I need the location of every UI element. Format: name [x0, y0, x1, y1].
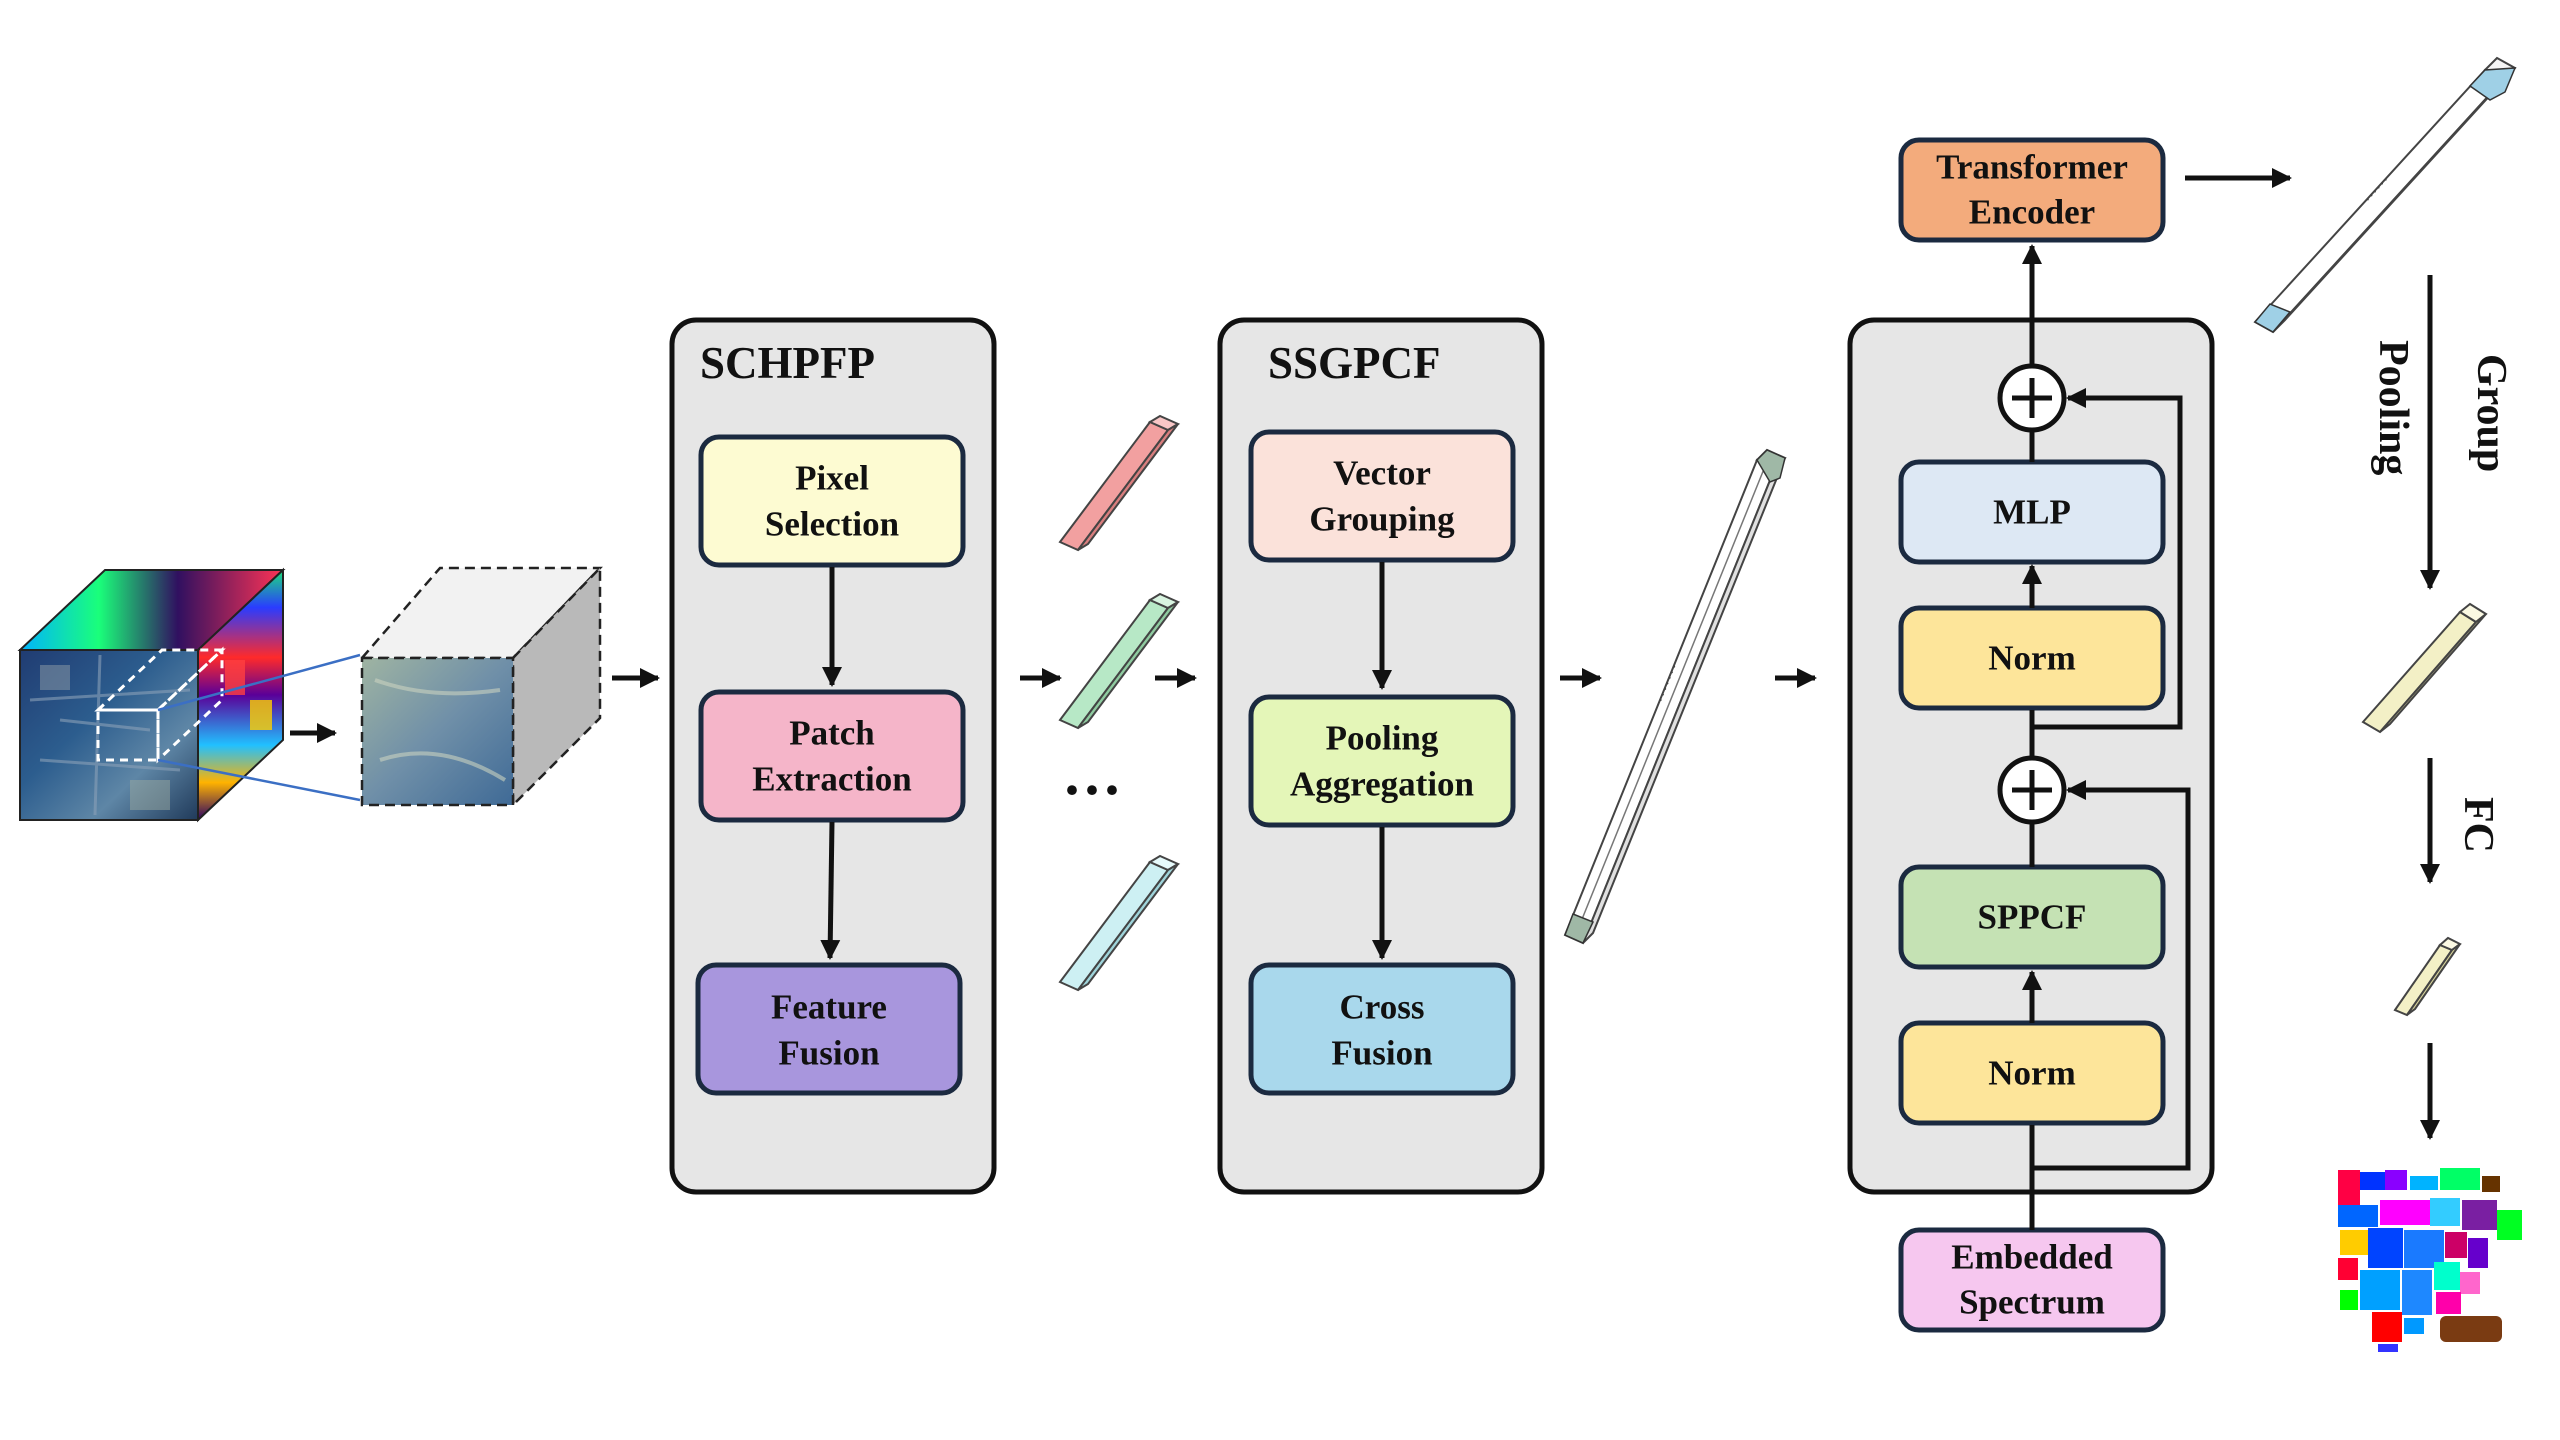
- vector-grouping-label-line1: Vector: [1333, 454, 1431, 493]
- patch-selection-dashed-box: [94, 646, 226, 764]
- green-feature-rod: [1058, 592, 1181, 730]
- cross-fusion-label-line2: Fusion: [1331, 1034, 1432, 1073]
- embedded-spectrum-label-line1: Embedded: [1951, 1238, 2113, 1277]
- embedded-spectrum-label-line2: Spectrum: [1959, 1283, 2105, 1322]
- cross-fusion-label-line1: Cross: [1340, 988, 1425, 1027]
- transformer-encoder-label-line2: Encoder: [1969, 193, 2095, 232]
- patch-cube-image: [359, 564, 603, 809]
- pooled-feature-rod: [2361, 602, 2488, 734]
- ssgpcf-title: SSGPCF: [1268, 338, 1441, 388]
- label-fc: FC: [2455, 797, 2501, 853]
- cross-fusion-box: [1248, 962, 1516, 1096]
- zoom-line-bottom: [157, 758, 361, 802]
- label-group: Group: [2468, 354, 2514, 472]
- ellipsis: ···: [1062, 757, 1122, 823]
- transformer-encoder-box: [1898, 137, 2166, 243]
- residual-connection-bottom: [2032, 780, 2191, 1171]
- hyperspectral-cube-image: [17, 567, 286, 823]
- arrow-patch-to-feature: [820, 821, 841, 960]
- patch-extraction-label-line1: Patch: [789, 714, 875, 753]
- fc-output-rod: [2393, 936, 2462, 1017]
- pixel-selection-label-line1: Pixel: [795, 459, 869, 498]
- transformer-encoder-label-line1: Transformer: [1936, 148, 2128, 187]
- schpfp-title: SCHPFP: [700, 338, 875, 388]
- sppcf-label: SPPCF: [1978, 898, 2087, 937]
- norm-bottom-label: Norm: [1988, 1054, 2075, 1093]
- output-token-rod: ······: [2253, 56, 2517, 334]
- mlp-label: MLP: [1993, 493, 2071, 532]
- classification-map-image: [2338, 1168, 2522, 1352]
- vector-grouping-label-line2: Grouping: [1309, 500, 1455, 539]
- pooling-aggregation-label-line1: Pooling: [1326, 719, 1439, 758]
- norm-top-label: Norm: [1988, 639, 2075, 678]
- red-feature-rod: [1058, 414, 1181, 552]
- residual-connection-top: [2032, 388, 2183, 730]
- feature-fusion-label-line1: Feature: [771, 988, 887, 1027]
- patch-extraction-box: [698, 689, 966, 823]
- zoom-line-top: [157, 653, 361, 712]
- feature-fusion-box: [695, 962, 963, 1096]
- patch-extraction-label-line2: Extraction: [752, 760, 911, 799]
- pixel-selection-box: [698, 434, 966, 568]
- label-pooling: Pooling: [2370, 340, 2416, 475]
- vector-grouping-box: [1248, 429, 1516, 563]
- long-token-rod: ·······: [1563, 448, 1787, 945]
- pixel-selection-label-line2: Selection: [765, 505, 899, 544]
- cyan-feature-rod: [1058, 854, 1181, 992]
- residual-add-top: [1997, 363, 2067, 433]
- pooling-aggregation-label-line2: Aggregation: [1290, 765, 1474, 804]
- feature-fusion-label-line2: Fusion: [778, 1034, 879, 1073]
- residual-add-bottom: [1997, 755, 2067, 825]
- pooling-aggregation-box: [1248, 694, 1516, 828]
